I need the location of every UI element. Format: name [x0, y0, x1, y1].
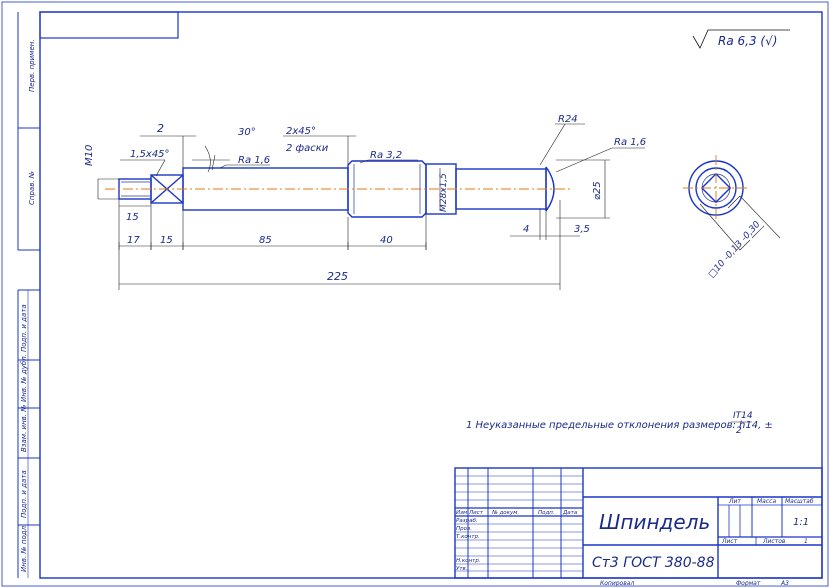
row-prov: Пров. — [456, 526, 472, 532]
head-radius — [545, 166, 555, 212]
note-fraction-bottom: 2 — [736, 426, 742, 436]
part-material: Ст3 ГОСТ 380-88 — [592, 555, 715, 571]
end-view: □10 -0,13 -0,30 — [683, 155, 781, 280]
format-value: A3 — [780, 580, 789, 587]
sidebar-label: Подп. и дата — [20, 304, 28, 352]
top-stamp — [39, 11, 179, 39]
dim-dia25: ⌀25 — [592, 181, 603, 200]
header-podp: Подп. — [538, 510, 555, 516]
note-text: 1 Неуказанные предельные отклонения разм… — [466, 420, 773, 431]
mass-label: Масса — [757, 498, 776, 505]
sheet-label: Лист — [721, 538, 738, 545]
dim-15b: 15 — [160, 235, 173, 246]
dim-m10: M10 — [84, 145, 95, 166]
sidebar-label: Подп. и дата — [20, 470, 28, 518]
dim-ra16-left: Ra 1,6 — [238, 155, 270, 166]
part-name: Шпиндель — [599, 510, 710, 534]
dim-radius: R24 — [558, 114, 578, 125]
dim-225: 225 — [327, 270, 348, 283]
dim-m28: M28x1,5 — [439, 173, 449, 212]
dim-chamfer-2: 2 — [157, 122, 164, 135]
dim-ra16-right: Ra 1,6 — [614, 137, 646, 148]
dim-two-chamfers: 2 фаски — [286, 143, 329, 154]
dimension-text: 2 30° 2x45° 2 фаски 1,5x45° M10 Ra 1,6 R… — [84, 114, 646, 283]
sidebar-label: Взам. инв. № — [20, 404, 28, 452]
dim-17: 17 — [127, 235, 140, 246]
header-izm: Изм — [456, 510, 467, 516]
sheets-value: 1 — [804, 538, 808, 545]
row-nkontr: Н.контр. — [456, 558, 481, 564]
inner-frame — [39, 11, 823, 579]
dim-40: 40 — [380, 235, 393, 246]
general-roughness: Ra 6,3 (√) — [692, 29, 790, 49]
dim-ra32: Ra 3,2 — [370, 150, 402, 161]
sidebar-label: Инв. № дубл. — [20, 354, 28, 402]
dim-chamfer-15x45: 1,5x45° — [130, 149, 170, 160]
left-sidebar: Перв. примен. Справ. № Подп. и дата Инв.… — [17, 12, 40, 578]
roughness-text: Ra 6,3 (√) — [718, 34, 777, 48]
header-list: Лист — [468, 510, 484, 516]
sidebar-label: Перв. примен. — [28, 39, 36, 92]
note-fraction-top: IT14 — [733, 411, 753, 421]
dim-square: □10 -0,13 -0,30 — [707, 219, 763, 280]
sheets-label: Листов — [762, 538, 786, 545]
scale-value: 1:1 — [793, 517, 809, 528]
dim-35: 3,5 — [574, 224, 590, 235]
sidebar-label: Справ. № — [28, 171, 36, 205]
row-razrab: Разраб. — [456, 518, 478, 524]
dim-15: 15 — [126, 212, 139, 223]
format-label: Формат — [736, 580, 761, 587]
header-doc: № докум. — [491, 510, 519, 516]
dim-angle-30: 30° — [238, 127, 256, 138]
header-data: Дата — [562, 510, 578, 516]
spindle-part — [105, 160, 572, 218]
technical-note: 1 Неуказанные предельные отклонения разм… — [466, 411, 773, 436]
lit-label: Лит — [728, 498, 741, 505]
copied-label: Копировал — [600, 580, 634, 587]
row-tkontr: Т.контр. — [456, 534, 480, 540]
dim-85: 85 — [259, 235, 272, 246]
scale-label: Масштаб — [785, 498, 814, 505]
title-block: Изм Лист № докум. Подп. Дата Разраб. Про… — [454, 467, 823, 587]
dim-4: 4 — [523, 224, 529, 235]
dim-chamfer-2x45: 2x45° — [286, 126, 316, 137]
sidebar-label: Инв. № подл. — [20, 524, 28, 572]
row-utv: Утв. — [456, 566, 468, 572]
dimension-lines — [97, 123, 645, 290]
